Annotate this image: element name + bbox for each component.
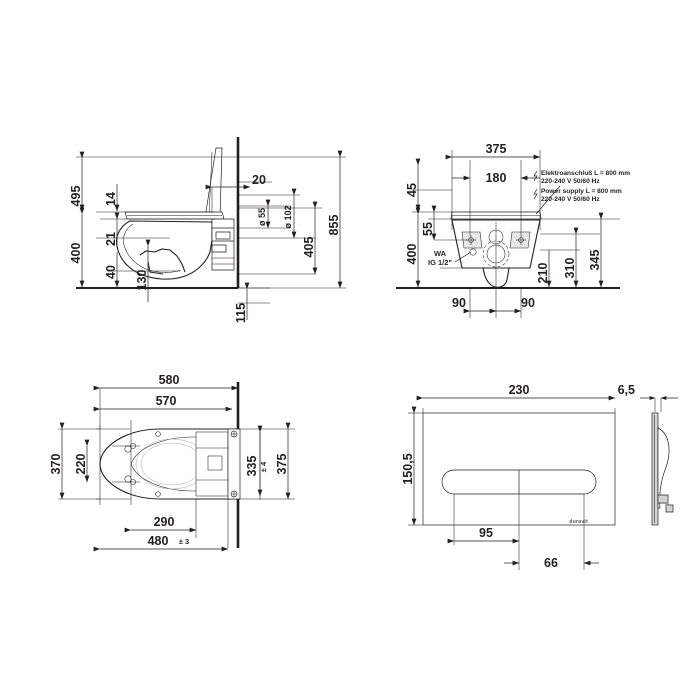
- dim-230: 230: [416, 383, 616, 401]
- dim-label-90-right: 90: [521, 296, 535, 310]
- view-plan: 580 570 370 220 335 ± 4 375 290 480 ± 3: [49, 373, 295, 552]
- dim-label-570: 570: [156, 394, 177, 408]
- dim-d102: ø 102: [238, 188, 300, 239]
- dim-130: 130: [135, 239, 151, 302]
- dim-45: 45: [405, 158, 421, 212]
- dim-150-5: 150,5: [401, 406, 417, 526]
- view-side-section: 495 400 14 21 40 130 20 ø 55 ø 102: [69, 137, 346, 323]
- dim-55: 55: [421, 205, 468, 241]
- dim-90-right: 90: [489, 296, 535, 314]
- dim-label-230: 230: [509, 383, 530, 397]
- water-connection-annotation: WA IG 1/2": [428, 249, 472, 267]
- dim-label-370: 370: [49, 454, 63, 475]
- dim-label-115: 115: [234, 303, 248, 323]
- electrical-de-line1: Elektroanschluß L = 800 mm: [541, 170, 630, 177]
- dim-label-480-tolerance: ± 3: [179, 537, 189, 546]
- electrical-en-line2: 220-240 V 50/60 Hz: [541, 196, 600, 203]
- dim-label-335: 335: [245, 456, 259, 477]
- dim-40: 40: [104, 252, 120, 288]
- dim-label-d102: ø 102: [283, 205, 293, 228]
- electrical-en-line1: Power supply L = 800 mm: [541, 188, 622, 195]
- dim-label-21: 21: [104, 232, 118, 246]
- electrical-annotation: Elektroanschluß L = 800 mm 220-240 V 50/…: [533, 170, 630, 215]
- dim-label-580: 580: [159, 373, 180, 387]
- toilet-side-profile: [116, 211, 235, 280]
- actuator-plate-side-profile: [651, 398, 674, 526]
- dim-label-480: 480: [148, 534, 169, 548]
- dim-label-66: 66: [544, 556, 558, 570]
- dim-345: 345: [588, 212, 604, 288]
- dim-label-90-left: 90: [452, 296, 466, 310]
- dim-480: 480 ± 3: [93, 534, 229, 552]
- dim-label-14: 14: [104, 192, 118, 206]
- dim-label-220: 220: [74, 454, 88, 475]
- toilet-front-profile: [450, 211, 542, 288]
- dim-375-front: 375: [445, 142, 541, 160]
- dim-label-310: 310: [563, 258, 577, 279]
- dim-495: 495: [69, 151, 85, 212]
- dim-label-290: 290: [154, 515, 175, 529]
- dim-180: 180: [452, 171, 540, 185]
- dim-310: 310: [563, 227, 579, 288]
- dim-label-375-front: 375: [486, 142, 507, 156]
- dim-95: 95: [447, 526, 520, 544]
- dim-580: 580: [93, 373, 239, 391]
- dim-290: 290: [124, 515, 197, 533]
- dim-label-855: 855: [327, 215, 341, 236]
- dim-6-5: 6,5: [618, 383, 678, 400]
- dim-label-210: 210: [536, 263, 550, 284]
- dim-66: 66: [504, 556, 599, 570]
- dim-label-345: 345: [588, 250, 602, 271]
- dim-label-400-front: 400: [405, 244, 419, 265]
- dim-210: 210: [536, 250, 552, 288]
- dim-400-side: 400: [69, 207, 85, 288]
- dim-label-20: 20: [252, 173, 266, 187]
- dim-label-40: 40: [104, 265, 118, 279]
- plate-extension-lines: [408, 408, 616, 570]
- electrical-de-line2: 220-240 V 50/60 Hz: [541, 178, 600, 185]
- dim-label-400-side: 400: [69, 243, 83, 264]
- dim-14: 14: [104, 184, 120, 212]
- toilet-plan-outline: [99, 428, 241, 500]
- dim-d55: ø 55: [257, 199, 271, 229]
- dim-label-d55: ø 55: [257, 208, 267, 226]
- dim-405: 405: [238, 201, 322, 275]
- dim-label-55: 55: [421, 222, 435, 236]
- dim-label-180: 180: [486, 171, 507, 185]
- view-front: 375 180 45 55 400 210 310 345 90: [396, 142, 630, 318]
- dim-115: 115: [234, 282, 250, 323]
- dim-label-495: 495: [69, 186, 83, 207]
- lightning-bolt-icon-1: [533, 170, 538, 182]
- dim-label-6-5: 6,5: [618, 383, 635, 397]
- dim-220: 220: [74, 439, 90, 483]
- wa-label-line2: IG 1/2": [428, 258, 452, 267]
- dim-335: 335 ± 4: [245, 425, 268, 497]
- dim-label-95: 95: [479, 526, 493, 540]
- dim-855: 855: [238, 150, 346, 289]
- dim-375-plan: 375: [275, 422, 291, 500]
- dim-label-405: 405: [302, 237, 316, 258]
- dim-label-335-tolerance: ± 4: [259, 461, 268, 472]
- dim-label-45: 45: [405, 183, 419, 197]
- dim-label-130: 130: [135, 270, 149, 291]
- view-actuator-plate: duravit 230 150,5 95 66: [401, 383, 678, 570]
- dim-370: 370: [49, 422, 100, 500]
- duravit-logo: duravit: [569, 519, 588, 525]
- dim-21: 21: [104, 212, 120, 246]
- flush-button[interactable]: [441, 469, 597, 495]
- dim-label-375-plan: 375: [275, 454, 289, 475]
- dim-20: 20: [205, 173, 266, 213]
- wa-label-line1: WA: [434, 249, 447, 258]
- lightning-bolt-icon-2: [533, 188, 538, 200]
- dim-label-150-5: 150,5: [401, 453, 415, 484]
- dim-570: 570: [93, 394, 233, 412]
- dim-400-front: 400: [405, 207, 421, 288]
